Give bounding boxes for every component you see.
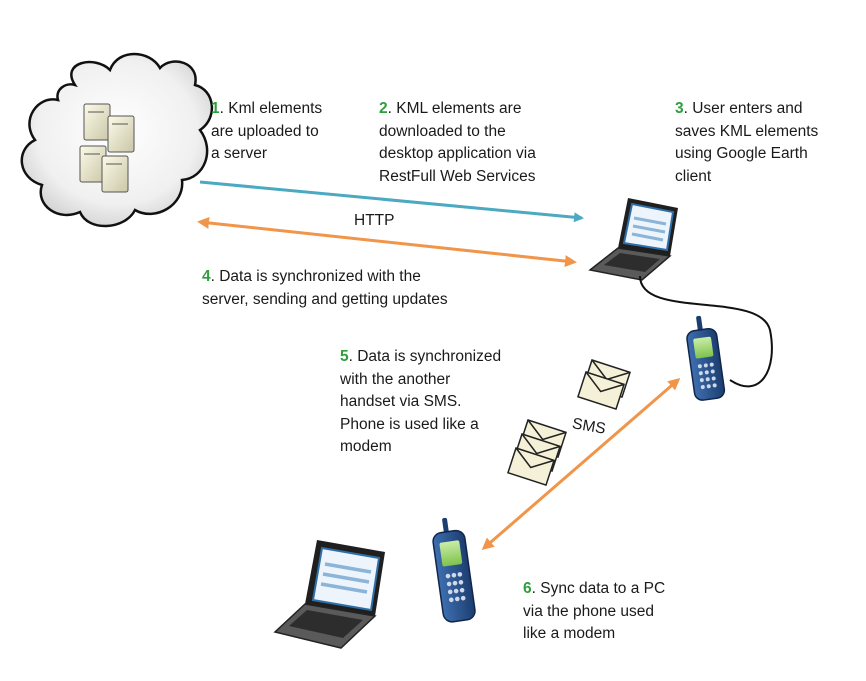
mobile-phone-icon [686, 315, 726, 401]
step-2-text: 2. KML elements are downloaded to the de… [379, 98, 536, 188]
envelope-icon [577, 359, 631, 411]
step-5-number: 5 [340, 348, 349, 365]
step-4-description: . Data is synchronized with the server, … [202, 268, 448, 308]
step-3-description: . User enters and saves KML elements usi… [675, 100, 819, 185]
step-6-text: 6. Sync data to a PC via the phone used … [523, 578, 665, 646]
http-sync-arrow [197, 216, 577, 268]
laptop-icon [588, 198, 678, 281]
step-5-description: . Data is synchronized with the another … [340, 348, 502, 455]
step-4-number: 4 [202, 268, 211, 285]
step-6-number: 6 [523, 580, 532, 597]
cable-icon [639, 275, 773, 388]
mobile-phone-icon [432, 517, 476, 623]
step-2-description: . KML elements are downloaded to the des… [379, 100, 536, 185]
step-3-number: 3 [675, 100, 684, 117]
sms-sync-arrow [481, 378, 681, 550]
http-label: HTTP [354, 212, 395, 229]
upload-arrow [199, 180, 584, 223]
step-1-number: 1 [211, 100, 220, 117]
step-1-description: . Kml elements are uploaded to a server [211, 100, 323, 162]
server-icon [79, 103, 135, 193]
step-6-description: . Sync data to a PC via the phone used l… [523, 580, 666, 642]
step-4-text: 4. Data is synchronized with the server,… [202, 266, 448, 311]
step-1-text: 1. Kml elements are uploaded to a server [211, 98, 322, 166]
envelope-icon [507, 419, 567, 487]
laptop-icon [273, 540, 385, 649]
step-2-number: 2 [379, 100, 388, 117]
step-5-text: 5. Data is synchronized with the another… [340, 346, 501, 459]
step-3-text: 3. User enters and saves KML elements us… [675, 98, 818, 188]
